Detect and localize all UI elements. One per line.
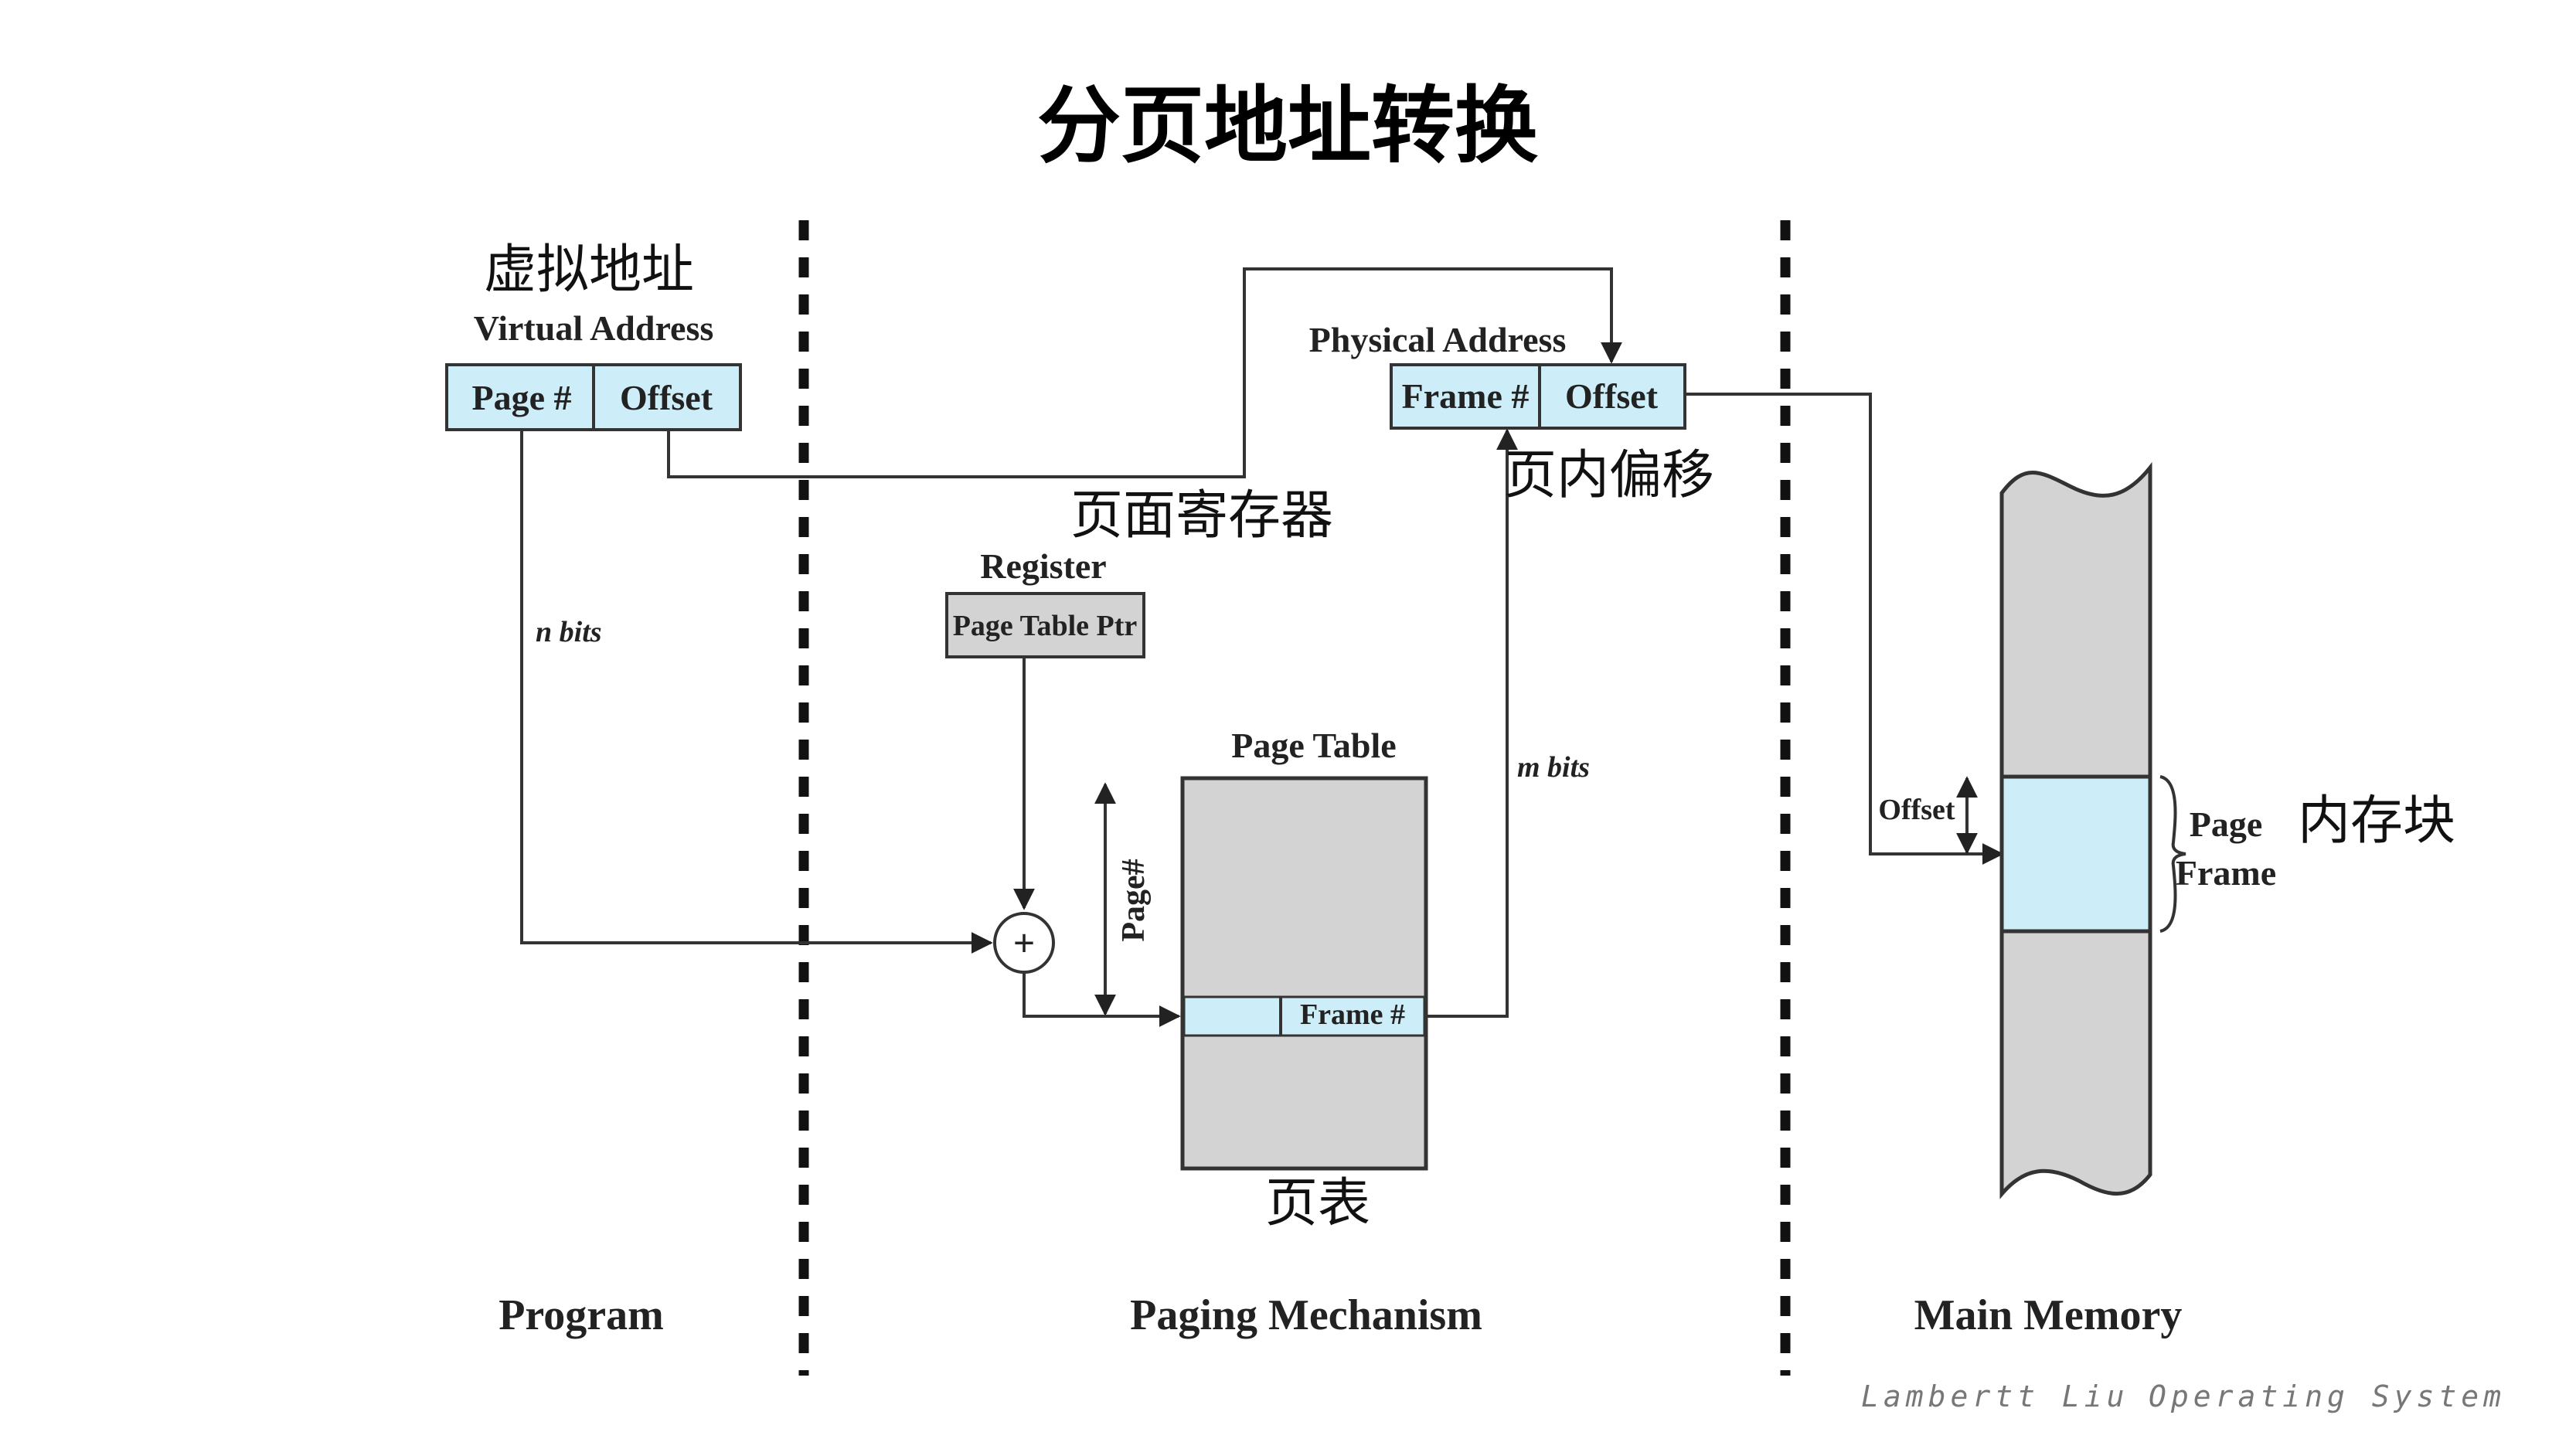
- page-table-ptr-label: Page Table Ptr: [953, 610, 1138, 642]
- n-bits-label: n bits: [536, 616, 602, 648]
- page-table-label: Page Table: [1231, 726, 1396, 765]
- page-number-path: [520, 430, 993, 954]
- register-label-cn: 页面寄存器: [1070, 485, 1333, 546]
- offset-label-cn: 页内偏移: [1504, 445, 1714, 506]
- page-frame-block: [1999, 774, 2152, 934]
- offset-path: [667, 267, 1622, 478]
- page-table-ptr-box: [945, 592, 1145, 658]
- physical-offset-field: Offset: [1565, 376, 1659, 416]
- section-paging-mechanism: Paging Mechanism: [1130, 1291, 1482, 1339]
- physical-to-memory-arrow: [1685, 393, 2004, 865]
- virtual-address-label: Virtual Address: [474, 308, 714, 348]
- register-label: Register: [980, 546, 1106, 586]
- memory-block-label-cn: 内存块: [2298, 791, 2455, 852]
- page-table-label-cn: 页表: [1265, 1173, 1370, 1234]
- physical-address-label: Physical Address: [1309, 320, 1567, 359]
- virtual-address-label-cn: 虚拟地址: [484, 240, 694, 301]
- page-title: 分页地址转换: [1037, 77, 1538, 175]
- page-index-label: Page#: [1116, 859, 1152, 941]
- page-frame-brace: [2159, 775, 2186, 933]
- footer-author: Lambertt Liu: [1861, 1379, 2129, 1413]
- section-program: Program: [499, 1291, 664, 1339]
- m-bits-label: m bits: [1517, 751, 1590, 784]
- frame-number-path: [1426, 428, 1518, 1018]
- footer-course: Operating System: [2149, 1379, 2506, 1413]
- virtual-offset-field: Offset: [620, 378, 713, 417]
- page-table-box: [1180, 776, 1428, 1171]
- section-main-memory: Main Memory: [1914, 1291, 2183, 1339]
- page-frame-label-1: Page: [2190, 804, 2263, 844]
- memory-offset-label: Offset: [1878, 794, 1955, 826]
- page-table-entry: [1183, 995, 1426, 1037]
- page-frame-label-2: Frame: [2176, 853, 2276, 893]
- virtual-page-field: Page #: [471, 378, 571, 417]
- page-table-entry-label: Frame #: [1300, 998, 1405, 1031]
- adder-to-table-arrow: [1023, 972, 1181, 1027]
- physical-frame-field: Frame #: [1402, 376, 1530, 416]
- adder-symbol: +: [1013, 921, 1036, 964]
